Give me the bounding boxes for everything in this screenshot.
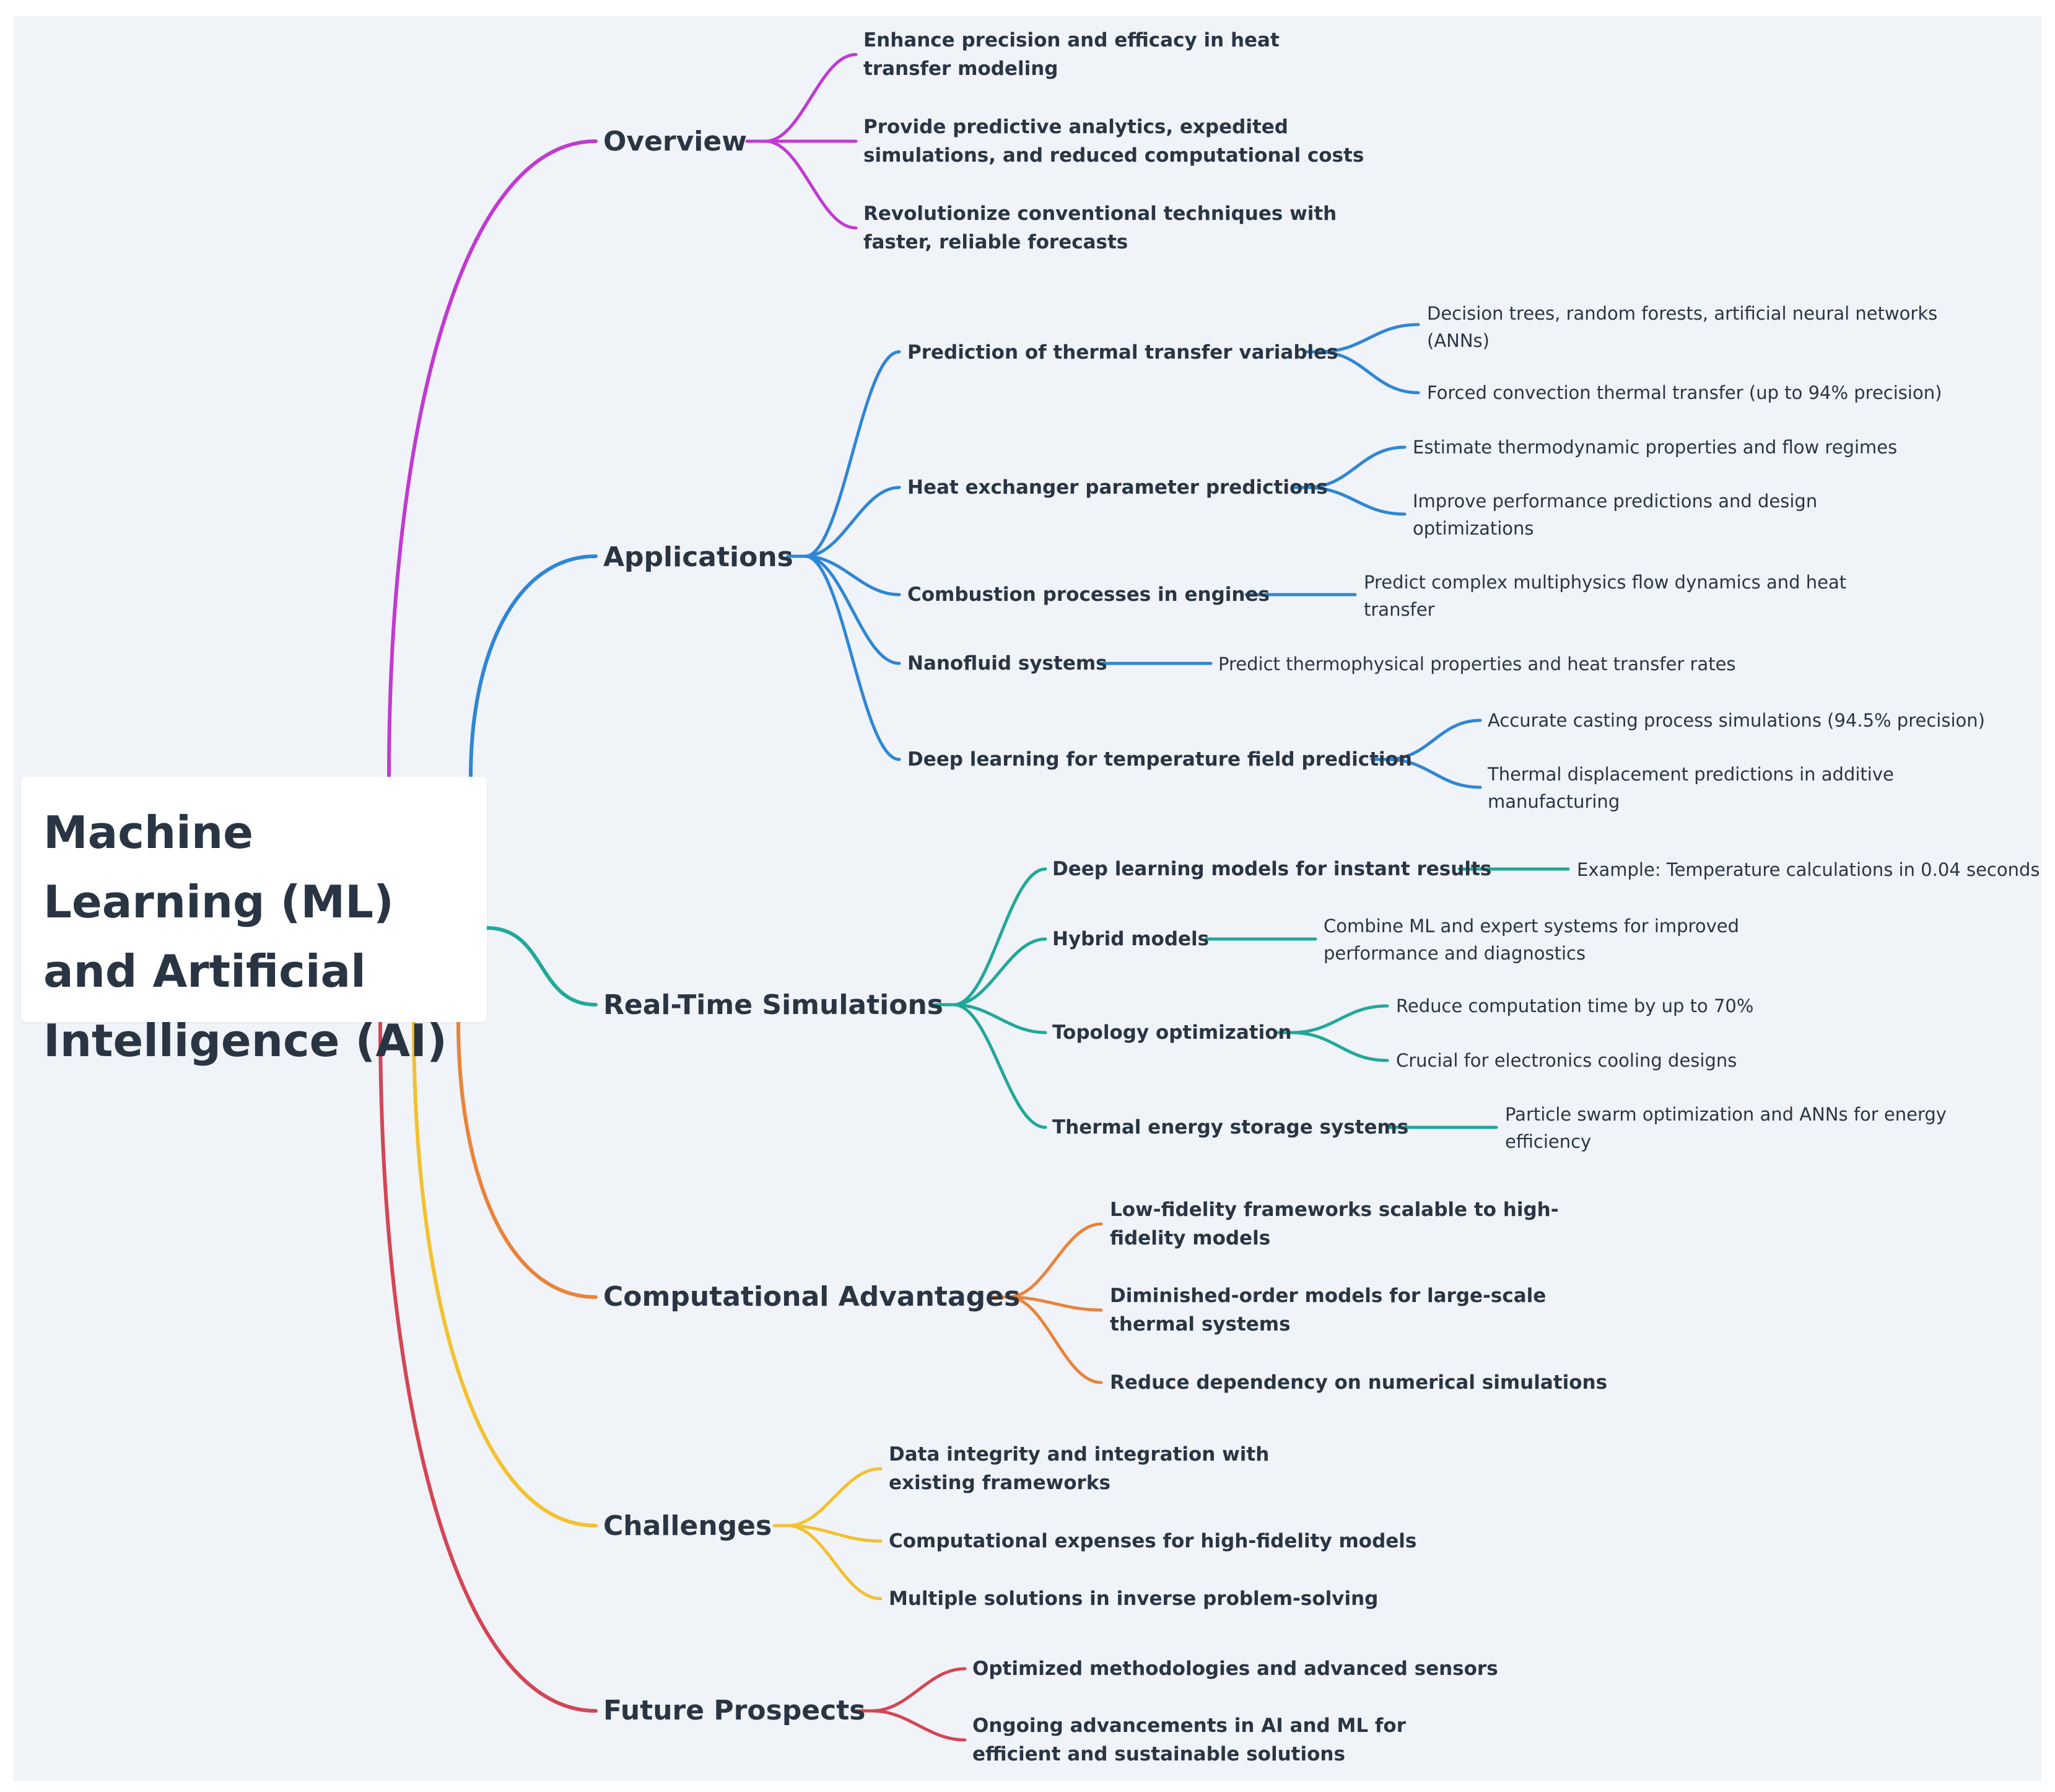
edge-root-overview [387, 139, 598, 779]
edge-challenges-item-1 [786, 1467, 883, 1528]
applications-detail-performance: Improve performance predictions and desi… [1413, 491, 1818, 539]
edge-app5-detail-1 [1385, 719, 1482, 761]
computational-item-low-fidelity: Low-fidelity frameworks scalable to high… [1110, 1199, 1559, 1249]
realtime-detail-combine-ml: Combine ML and expert systems for improv… [1324, 916, 1739, 964]
computational-item-diminished-order: Diminished-order models for large-scale … [1110, 1285, 1547, 1335]
applications-detail-forced-convection: Forced convection thermal transfer (up t… [1427, 382, 1942, 403]
applications-item-prediction: Prediction of thermal transfer variables [907, 341, 1338, 364]
edge-applications-item-1 [803, 350, 901, 558]
edge-applications-item-3 [803, 554, 901, 597]
applications-detail-decision-trees: Decision trees, random forests, artifici… [1427, 303, 1938, 351]
edge-realtime-item-2 [952, 937, 1047, 1007]
edge-root-computational [456, 1020, 598, 1299]
edge-root-challenges [412, 1020, 598, 1528]
edge-app5-detail-2 [1385, 758, 1482, 789]
edge-app2-detail-1 [1305, 445, 1407, 489]
edge-computational-item-3 [1006, 1295, 1103, 1384]
edge-app1-detail-2 [1317, 350, 1420, 395]
challenges-item-multiple-solutions: Multiple solutions in inverse problem-so… [889, 1588, 1379, 1610]
edge-rt3-detail-2 [1289, 1031, 1389, 1062]
edge-root-applications [469, 554, 598, 779]
branch-challenges: Challenges [603, 1510, 772, 1542]
edge-overview-item-1 [764, 53, 858, 143]
future-item-ongoing-advancements: Ongoing advancements in AI and ML for ef… [972, 1715, 1406, 1765]
overview-item-1: Enhance precision and efficacy in heat t… [863, 29, 1280, 80]
applications-detail-thermodynamic: Estimate thermodynamic properties and fl… [1413, 437, 1898, 458]
root-node-title: Machine Learning (ML) and Artificial Int… [43, 806, 447, 1067]
realtime-detail-reduce-time: Reduce computation time by up to 70% [1396, 995, 1754, 1016]
computational-item-reduce-dependency: Reduce dependency on numerical simulatio… [1110, 1371, 1608, 1394]
realtime-item-deep-learning: Deep learning models for instant results [1052, 858, 1492, 880]
edge-future-item-1 [870, 1667, 967, 1713]
realtime-item-topology: Topology optimization [1052, 1021, 1292, 1044]
overview-item-2: Provide predictive analytics, expedited … [863, 116, 1364, 167]
applications-item-combustion: Combustion processes in engines [907, 583, 1270, 606]
edge-app2-detail-2 [1305, 486, 1407, 516]
edge-app1-detail-1 [1317, 323, 1420, 354]
realtime-detail-particle-swarm: Particle swarm optimization and ANNs for… [1505, 1104, 1947, 1152]
branch-applications: Applications [603, 541, 793, 573]
challenges-item-data-integrity: Data integrity and integration with exis… [889, 1443, 1270, 1494]
applications-detail-multiphysics: Predict complex multiphysics flow dynami… [1364, 572, 1847, 620]
branch-computational-advantages: Computational Advantages [603, 1281, 1021, 1313]
root-node-card [21, 777, 487, 1022]
edge-applications-item-5 [803, 554, 901, 761]
edge-rt3-detail-1 [1289, 1004, 1389, 1034]
realtime-item-thermal-storage: Thermal energy storage systems [1052, 1116, 1409, 1139]
edge-applications-item-2 [803, 486, 901, 558]
edge-realtime-item-3 [952, 1003, 1047, 1034]
overview-item-3: Revolutionize conventional techniques wi… [863, 203, 1337, 253]
edge-challenges-item-2 [786, 1524, 883, 1543]
realtime-detail-electronics: Crucial for electronics cooling designs [1396, 1050, 1737, 1071]
future-item-optimized-methodologies: Optimized methodologies and advanced sen… [972, 1658, 1498, 1680]
challenges-item-computational-expenses: Computational expenses for high-fidelity… [889, 1530, 1417, 1552]
applications-detail-casting: Accurate casting process simulations (94… [1488, 710, 1985, 731]
branch-real-time-simulations: Real-Time Simulations [603, 989, 943, 1021]
edge-challenges-item-3 [786, 1524, 883, 1601]
edge-computational-item-1 [1006, 1222, 1103, 1299]
applications-item-heat-exchanger: Heat exchanger parameter predictions [907, 476, 1328, 499]
edge-realtime-item-4 [952, 1003, 1047, 1129]
applications-detail-thermophysical: Predict thermophysical properties and he… [1218, 653, 1736, 675]
applications-item-nanofluid: Nanofluid systems [907, 652, 1107, 675]
applications-item-deep-learning: Deep learning for temperature field pred… [907, 748, 1412, 771]
edge-realtime-item-1 [952, 867, 1047, 1007]
realtime-item-hybrid: Hybrid models [1052, 928, 1210, 950]
edge-overview-item-3 [764, 139, 858, 230]
edge-future-item-2 [870, 1709, 967, 1742]
realtime-detail-temperature: Example: Temperature calculations in 0.0… [1577, 859, 2040, 880]
applications-detail-additive: Thermal displacement predictions in addi… [1488, 764, 1894, 812]
edge-root-future [378, 1020, 598, 1713]
edge-applications-item-4 [803, 554, 901, 665]
edge-root-realtime [485, 926, 598, 1007]
edge-computational-item-2 [1006, 1295, 1103, 1312]
branch-overview: Overview [603, 126, 747, 157]
branch-future-prospects: Future Prospects [603, 1695, 866, 1726]
